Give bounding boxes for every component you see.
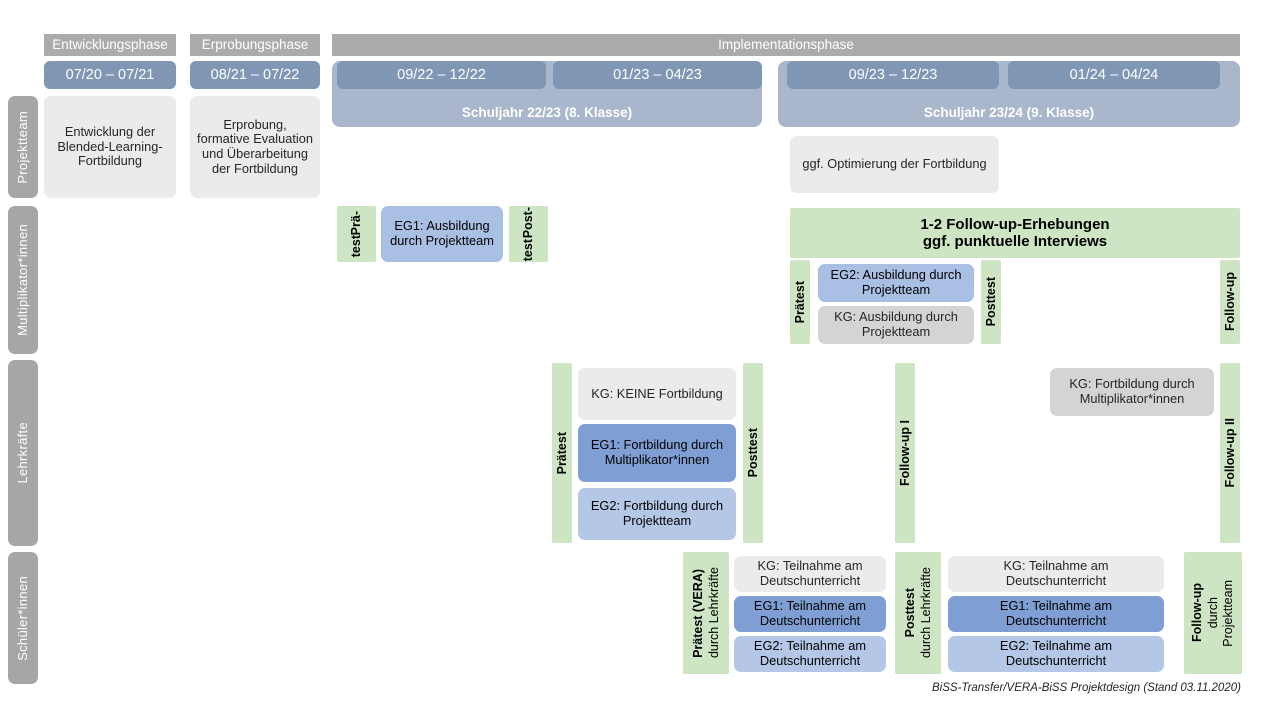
date-chip-5: 01/24 – 04/24 xyxy=(1008,61,1220,89)
card-eg2-fortbildung-projektteam: EG2: Fortbildung durch Projektteam xyxy=(578,488,736,540)
card-erprobung-evaluation: Erprobung, formative Evaluation und Über… xyxy=(190,96,320,198)
card-eg2-ausbildung-projektteam: EG2: Ausbildung durch Projektteam xyxy=(818,264,974,302)
followup-band-line-2: ggf. punktuelle Interviews xyxy=(922,233,1108,250)
test-strip-followup-2-lehrkraefte: Follow-up II xyxy=(1220,363,1240,543)
role-text: Multiplikator*innen xyxy=(14,224,30,336)
praetest-line-1: Prä- xyxy=(349,210,364,236)
card-eg1-teilnahme-deutschunterricht-1: EG1: Teilnahme am Deutschunterricht xyxy=(734,596,886,632)
card-kg-teilnahme-deutschunterricht-2: KG: Teilnahme am Deutschunterricht xyxy=(948,556,1164,592)
followup-sub-1: durch xyxy=(1205,597,1220,629)
followup-band-line-1: 1-2 Follow-up-Erhebungen xyxy=(920,215,1110,233)
praetest-text: Prätest xyxy=(792,280,807,324)
date-chip-3: 01/23 – 04/23 xyxy=(553,61,762,89)
role-text: Projektteam xyxy=(14,110,30,184)
test-strip-praetest-multiplikatoren-1: Prä- test xyxy=(337,206,376,262)
phase-header-erprobung: Erprobungsphase xyxy=(190,34,320,56)
test-strip-praetest-lehrkraefte: Prätest xyxy=(552,363,572,543)
role-label-projektteam: Projektteam xyxy=(8,96,38,198)
footer-caption: BiSS-Transfer/VERA-BiSS Projektdesign (S… xyxy=(932,682,1241,694)
card-entwicklung-fortbildung: Entwicklung der Blended-Learning-Fortbil… xyxy=(44,96,176,198)
test-strip-posttest-lehrkraefte: Posttest xyxy=(743,363,763,543)
followup-2-text: Follow-up II xyxy=(1222,418,1237,488)
praetest-text: Prätest xyxy=(554,431,569,475)
card-eg1-ausbildung-projektteam: EG1: Ausbildung durch Projektteam xyxy=(381,206,503,262)
card-optimierung-fortbildung: ggf. Optimierung der Fortbildung xyxy=(790,136,999,193)
praetest-vera-sub: durch Lehrkräfte xyxy=(706,567,721,659)
test-strip-posttest-schueler: Posttest durch Lehrkräfte xyxy=(895,552,941,674)
phase-header-implementation: Implementationsphase xyxy=(332,34,1240,56)
card-eg2-teilnahme-deutschunterricht-2: EG2: Teilnahme am Deutschunterricht xyxy=(948,636,1164,672)
posttest-text: Posttest xyxy=(983,277,998,327)
posttest-text: Posttest xyxy=(745,428,760,478)
followup-main: Follow-up xyxy=(1190,583,1205,643)
test-strip-praetest-multiplikatoren-2: Prätest xyxy=(790,260,810,344)
followup-1-text: Follow-up I xyxy=(897,420,912,486)
role-label-schueler: Schüler*innen xyxy=(8,552,38,684)
test-strip-posttest-multiplikatoren-2: Posttest xyxy=(981,260,1001,344)
posttest-main: Posttest xyxy=(903,588,918,638)
test-strip-followup-1-lehrkraefte: Follow-up I xyxy=(895,363,915,543)
test-strip-praetest-vera-schueler: Prätest (VERA) durch Lehrkräfte xyxy=(683,552,729,674)
card-kg-ausbildung-projektteam: KG: Ausbildung durch Projektteam xyxy=(818,306,974,344)
card-eg1-fortbildung-multiplikatoren: EG1: Fortbildung durch Multiplikator*inn… xyxy=(578,424,736,482)
card-eg1-teilnahme-deutschunterricht-2: EG1: Teilnahme am Deutschunterricht xyxy=(948,596,1164,632)
band-followup-erhebungen: 1-2 Follow-up-Erhebungen ggf. punktuelle… xyxy=(790,208,1240,258)
card-kg-keine-fortbildung: KG: KEINE Fortbildung xyxy=(578,368,736,420)
phase-header-entwicklung: Entwicklungsphase xyxy=(44,34,176,56)
test-strip-followup-schueler: Follow-up durch Projektteam xyxy=(1184,552,1242,674)
card-eg2-teilnahme-deutschunterricht-1: EG2: Teilnahme am Deutschunterricht xyxy=(734,636,886,672)
test-strip-posttest-multiplikatoren-1: Post- test xyxy=(509,206,548,262)
role-label-lehrkraefte: Lehrkräfte xyxy=(8,360,38,546)
followup-text: Follow-up xyxy=(1222,272,1237,332)
card-kg-teilnahme-deutschunterricht-1: KG: Teilnahme am Deutschunterricht xyxy=(734,556,886,592)
date-chip-1: 08/21 – 07/22 xyxy=(190,61,320,89)
praetest-vera-main: Prätest (VERA) xyxy=(691,568,706,658)
test-strip-followup-multiplikatoren: Follow-up xyxy=(1220,260,1240,344)
date-chip-2: 09/22 – 12/22 xyxy=(337,61,546,89)
date-chip-4: 09/23 – 12/23 xyxy=(787,61,999,89)
posttest-line-2: test xyxy=(521,238,536,261)
praetest-line-2: test xyxy=(349,235,364,258)
card-kg-fortbildung-multiplikatoren: KG: Fortbildung durch Multiplikator*inne… xyxy=(1050,368,1214,416)
followup-sub-2: Projektteam xyxy=(1221,579,1236,647)
role-text: Schüler*innen xyxy=(14,575,30,661)
role-label-multiplikatoren: Multiplikator*innen xyxy=(8,206,38,354)
posttest-line-1: Post- xyxy=(521,207,536,239)
date-chip-0: 07/20 – 07/21 xyxy=(44,61,176,89)
role-text: Lehrkräfte xyxy=(14,422,30,484)
posttest-sub: durch Lehrkräfte xyxy=(918,567,933,659)
